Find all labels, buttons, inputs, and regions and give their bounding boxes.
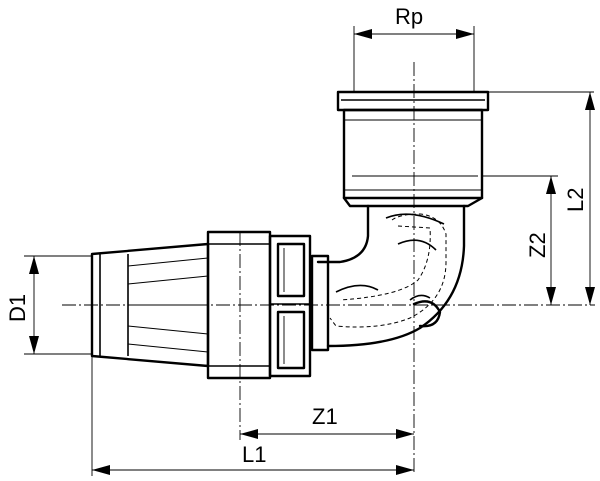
label-d1: D1	[5, 294, 30, 322]
extension-lines	[24, 26, 594, 476]
threaded-socket	[336, 90, 490, 208]
dimension-d1: D1	[5, 256, 39, 354]
label-z2: Z2	[525, 232, 550, 258]
label-rp: Rp	[395, 4, 423, 29]
dimension-z2: Z2	[525, 176, 556, 305]
elbow-body	[310, 204, 466, 352]
label-l2: L2	[563, 188, 588, 212]
dimension-rp: Rp	[354, 4, 474, 39]
label-l1: L1	[242, 442, 266, 467]
label-z1: Z1	[312, 404, 338, 429]
dimension-l2: L2	[563, 92, 595, 305]
dimension-l1: L1	[92, 442, 414, 475]
dimension-z1: Z1	[240, 404, 414, 439]
